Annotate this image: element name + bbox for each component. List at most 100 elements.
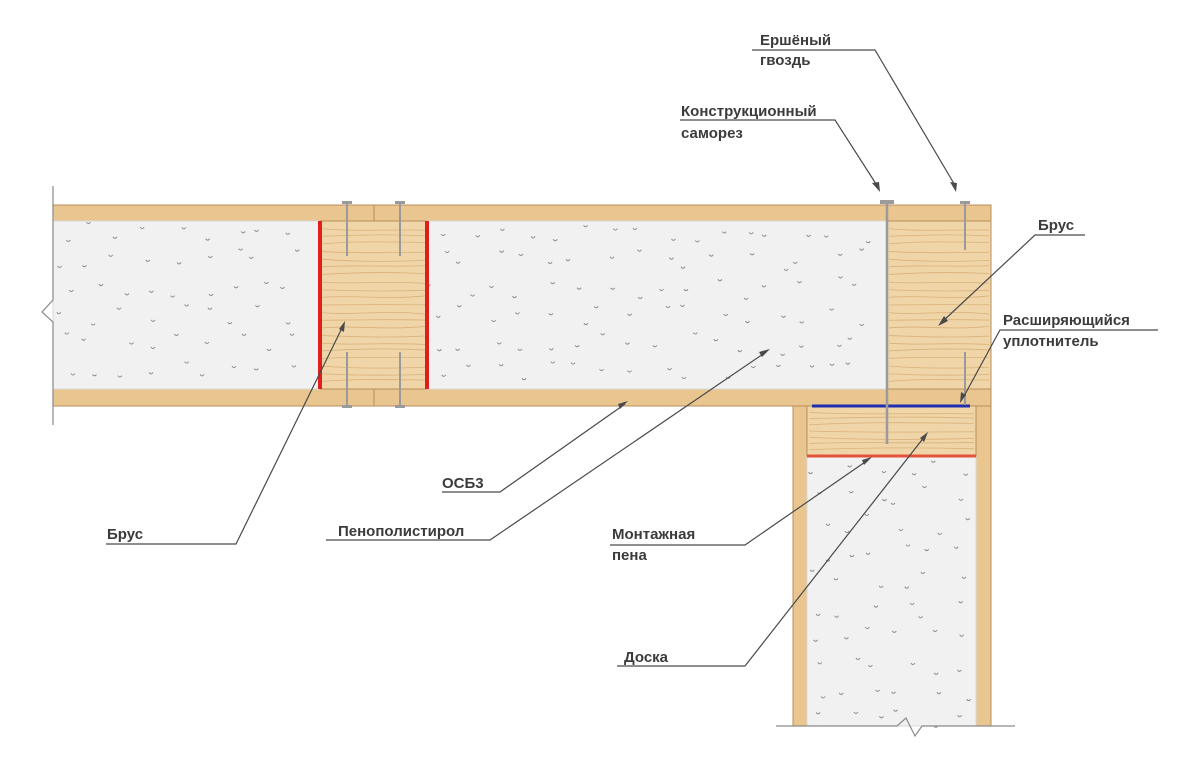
eps-speckle xyxy=(837,253,843,256)
eps-speckle xyxy=(241,333,247,336)
eps-speckle xyxy=(637,249,642,252)
wood-grain-line xyxy=(321,373,426,376)
wood-grain-line xyxy=(321,319,426,321)
eps-speckle xyxy=(514,312,520,315)
vertical-wall-panel xyxy=(792,404,992,728)
nail-spline-top-left xyxy=(342,201,352,256)
wood-grain-line xyxy=(888,319,990,321)
eps-speckle xyxy=(517,348,523,351)
eps-speckle xyxy=(847,337,853,340)
eps-speckle xyxy=(721,231,727,234)
eps-speckle xyxy=(878,585,884,588)
wall-osb-left xyxy=(792,405,808,727)
wood-grain-line xyxy=(321,281,426,284)
label-foam-line1: Монтажная xyxy=(612,526,695,543)
label-timber-right: Брус xyxy=(1038,217,1074,234)
break-line-bottom xyxy=(776,717,1015,738)
eps-speckle xyxy=(905,544,911,547)
eps-speckle xyxy=(550,361,556,364)
eps-speckle xyxy=(864,513,870,516)
wood-grain-line xyxy=(321,356,426,359)
eps-speckle xyxy=(90,323,96,326)
eps-speckle xyxy=(248,256,254,259)
eps-speckle xyxy=(749,253,755,256)
eps-speckle xyxy=(809,569,815,572)
eps-speckle xyxy=(922,485,927,489)
eps-speckle xyxy=(240,231,246,234)
wood-grain-line xyxy=(888,265,990,268)
leader-sealant xyxy=(960,329,1158,403)
wood-grain-line xyxy=(888,356,990,359)
eps-speckle xyxy=(909,602,915,606)
eps-speckle xyxy=(170,295,176,298)
wood-grain-line xyxy=(808,430,975,433)
eps-speckle xyxy=(834,615,840,618)
eps-speckle xyxy=(108,254,114,257)
eps-speckle xyxy=(879,716,884,719)
eps-speckle xyxy=(456,305,462,308)
eps-speckle xyxy=(847,465,853,468)
eps-speckle xyxy=(441,374,447,377)
wood-grain-line xyxy=(888,295,990,298)
wood-grain-line xyxy=(321,365,426,369)
wood-grain-line xyxy=(888,326,990,329)
timber-end-grain xyxy=(888,228,990,382)
eps-speckle xyxy=(124,293,130,296)
leader-screw xyxy=(680,119,880,192)
eps-speckle xyxy=(548,348,554,351)
label-foam-line2: пена xyxy=(612,547,647,564)
eps-speckle xyxy=(904,586,910,589)
eps-speckle xyxy=(207,255,213,259)
wood-grain-line xyxy=(808,436,975,440)
eps-speckle xyxy=(112,236,118,239)
eps-speckle xyxy=(444,250,450,254)
eps-speckle xyxy=(475,235,481,238)
wood-grain-line xyxy=(888,365,990,369)
eps-speckle xyxy=(865,241,871,244)
wood-grain-line xyxy=(888,241,990,245)
eps-speckle xyxy=(920,571,926,574)
wood-grain-line xyxy=(808,422,975,426)
eps-speckle xyxy=(667,367,672,371)
eps-speckle xyxy=(253,368,259,371)
eps-speckle xyxy=(882,498,887,502)
eps-speckle xyxy=(238,248,243,251)
eps-speckle xyxy=(798,345,804,348)
eps-speckle xyxy=(957,714,963,718)
eps-speckle xyxy=(881,470,887,474)
break-line-left xyxy=(41,186,54,425)
eps-speckle xyxy=(717,278,723,282)
eps-speckle xyxy=(129,342,134,345)
nail-spline-top-right xyxy=(395,201,405,256)
eps-speckle xyxy=(176,262,182,265)
eps-speckle xyxy=(680,304,685,307)
nail-spline-bottom-left xyxy=(342,352,352,408)
eps-speckle xyxy=(898,528,904,532)
eps-speckle xyxy=(489,285,494,289)
eps-speckle xyxy=(289,333,295,336)
label-sealant-line2: уплотнитель xyxy=(1003,333,1099,350)
eps-speckle xyxy=(64,332,70,335)
eps-speckle xyxy=(750,365,756,369)
wood-grain-line xyxy=(321,272,426,275)
wood-grain-line xyxy=(808,416,975,419)
eps-texture-left xyxy=(56,221,300,378)
wood-grain-line xyxy=(321,295,426,298)
eps-speckle xyxy=(761,234,767,237)
eps-speckle xyxy=(56,311,62,315)
eps-speckle xyxy=(610,287,616,290)
eps-speckle xyxy=(683,288,689,292)
eps-speckle xyxy=(627,313,633,316)
wood-grain-line xyxy=(321,289,426,292)
eps-speckle xyxy=(780,353,786,356)
eps-speckle xyxy=(775,364,781,368)
eps-speckle xyxy=(748,232,754,235)
eps-speckle xyxy=(227,322,233,325)
eps-speckle xyxy=(470,294,475,297)
eps-speckle xyxy=(612,228,618,231)
wood-grain-line xyxy=(808,447,975,451)
wood-grain-line xyxy=(888,258,990,262)
eps-speckle xyxy=(953,546,959,549)
eps-speckle xyxy=(609,256,615,259)
eps-speckle xyxy=(624,342,630,345)
